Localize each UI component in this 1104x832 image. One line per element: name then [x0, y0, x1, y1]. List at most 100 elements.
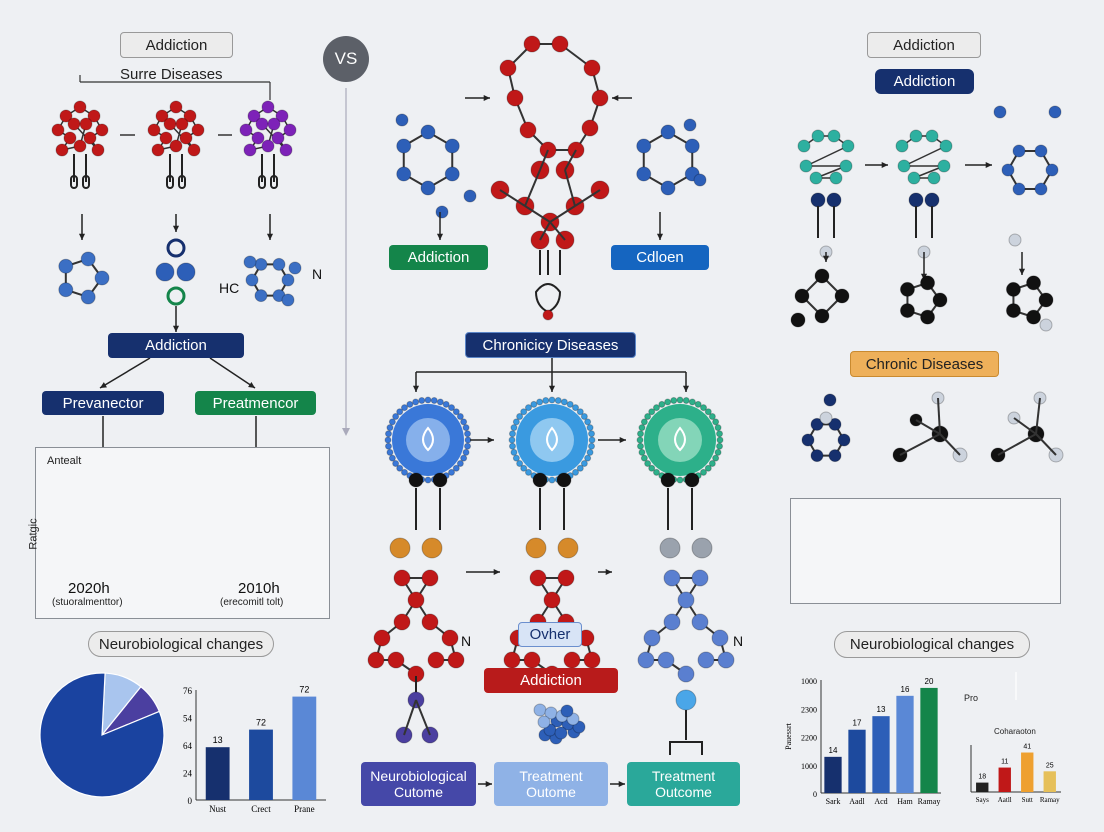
- navy-molecule-atom: [837, 433, 851, 447]
- right-bar-value-label: 14: [829, 746, 838, 755]
- receptor-blue-2-head: [532, 472, 548, 488]
- receptor-green-spike: [648, 464, 656, 472]
- atom: [243, 255, 257, 269]
- pie-corner-label: Antealt: [47, 455, 82, 467]
- center-chronic-label: Chronicicy Diseases: [465, 332, 636, 358]
- bottom-box-neurobiological: Neurobiological Cutome: [361, 762, 476, 806]
- red-chain-atom: [387, 651, 405, 669]
- left-bar-y-tick: 76: [183, 686, 193, 696]
- orange-chain-atom: [529, 569, 547, 587]
- receptor-blue-2-spike: [510, 424, 518, 432]
- bond: [549, 205, 576, 223]
- black-molecule-2-atom: [899, 303, 915, 319]
- purple-molecule-atom: [243, 143, 257, 157]
- blue-chain-atom: [691, 613, 709, 631]
- hc-molecule-atom: [245, 273, 259, 287]
- blue-chain-atom: [677, 665, 695, 683]
- teal-cluster-1-atom: [841, 139, 855, 153]
- receptor-green-spike: [714, 424, 722, 432]
- cdloen-label: Cdloen: [611, 245, 709, 270]
- red-molecule-2-atom: [151, 143, 165, 157]
- hc-molecule-atom: [272, 257, 286, 271]
- black-molecule-1-atom: [814, 268, 830, 284]
- receptor-green-spike: [712, 454, 720, 462]
- receptor-blue-1-spike: [464, 442, 472, 450]
- right-bar-value-label: 16: [901, 685, 910, 694]
- receptor-green-spike: [652, 404, 660, 412]
- right-bar-category-label: Ham: [897, 797, 913, 806]
- receptor-blue-1-head: [408, 472, 424, 488]
- orange-chain-atom: [563, 651, 581, 669]
- receptor-blue-1-spike: [462, 424, 470, 432]
- red-molecule-2-atom: [175, 117, 189, 131]
- center-blue-ring-left-atom: [396, 166, 412, 182]
- receptor-blue-2-spike: [542, 396, 550, 404]
- receptor-blue-2-spike: [572, 404, 580, 412]
- right-blue-ring-atom: [1045, 163, 1059, 177]
- prevention-label: Prevanector: [42, 391, 164, 415]
- receptor-green-spike: [664, 398, 672, 406]
- receptor-green-spike: [716, 436, 724, 444]
- center-blue-ring-left-atom: [444, 138, 460, 154]
- blue-chain-atom: [657, 651, 675, 669]
- mini-bar-category-label: Sutt: [1022, 796, 1033, 804]
- bottom-box-treatment-1: Treatment Outome: [494, 762, 608, 806]
- receptor-blue-2-spike: [586, 448, 594, 456]
- teal-cluster-2-atom: [939, 139, 953, 153]
- receptor-green-spike: [688, 398, 696, 406]
- blue-chain-atom: [677, 591, 695, 609]
- receptor-blue-2-spike: [554, 396, 562, 404]
- black-molecule-1-atom: [814, 308, 830, 324]
- red-chain-atom: [407, 591, 425, 609]
- receptor-blue-1-spike: [386, 424, 394, 432]
- pie-year-2: 2010h: [238, 580, 280, 597]
- center-addiction-red: Addiction: [484, 668, 618, 693]
- receptor-green-spike: [708, 412, 716, 420]
- cluster-atom: [554, 726, 568, 740]
- receptor-green-spike: [682, 396, 690, 404]
- right-chronic-label: Chronic Diseases: [850, 351, 999, 377]
- blue-atom: [155, 262, 175, 282]
- red-molecule-2-atom: [159, 131, 173, 145]
- arrow-to-prevention: [99, 357, 151, 389]
- red-ring-atom: [581, 119, 599, 137]
- red-ring-atom: [519, 121, 537, 139]
- purple-molecule-atom: [247, 109, 261, 123]
- n-label-center-left: N: [461, 633, 472, 649]
- blue-chain-atom: [691, 569, 709, 587]
- blue-chain-atom: [697, 651, 715, 669]
- arrow-chain-1-head: [493, 568, 500, 576]
- teal-cluster-2-atom: [909, 129, 923, 143]
- purple-molecule-atom: [255, 117, 269, 131]
- arrow-down-r1-head: [822, 255, 830, 262]
- left-bar-y-tick: 24: [183, 769, 193, 779]
- receptor-blue-2-spike: [588, 436, 596, 444]
- left-bar-value-label: 72: [299, 685, 309, 695]
- bottom-box-2-line1: Treatment: [519, 768, 583, 784]
- bond: [915, 419, 941, 435]
- receptor-blue-1-spike: [392, 460, 400, 468]
- black-molecule-2-atom: [932, 292, 948, 308]
- red-chain-atom: [373, 629, 391, 647]
- navy-molecule-atom: [828, 449, 842, 463]
- atom: [819, 411, 833, 425]
- receptor-green-spike: [716, 430, 724, 438]
- right-bar-category-label: Aadl: [849, 797, 865, 806]
- atom: [463, 189, 477, 203]
- blue-ring-molecule-atom: [58, 282, 74, 298]
- right-bar-y-tick: 0: [813, 790, 817, 799]
- receptor-blue-1-head: [432, 472, 448, 488]
- arrow-right-2-head: [985, 161, 992, 169]
- mini-bar-value-label: 11: [1001, 759, 1008, 766]
- right-bar-y-tick: 2200: [801, 734, 817, 743]
- mini-bar-category-label: Aatll: [998, 796, 1012, 804]
- receptor-blue-2-spike: [588, 430, 596, 438]
- bond: [1013, 417, 1037, 435]
- arrow-left-2-head: [172, 225, 180, 232]
- right-bar-bar: [896, 695, 914, 793]
- bond: [539, 149, 549, 171]
- arrow-bottom-2-head: [618, 780, 625, 788]
- bond: [939, 433, 961, 456]
